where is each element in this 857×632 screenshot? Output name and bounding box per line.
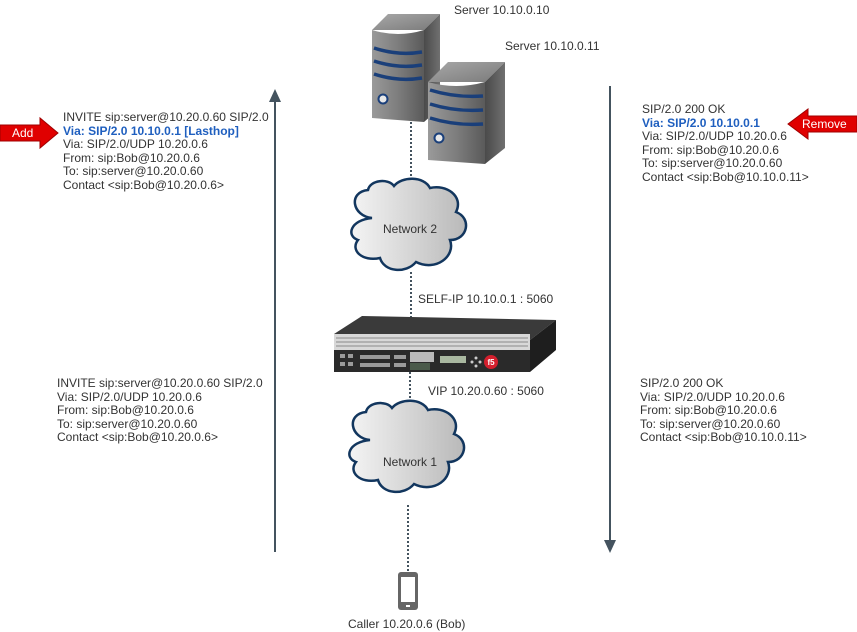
caller-label: Caller 10.20.0.6 (Bob) — [348, 617, 466, 631]
network-1-label: Network 1 — [383, 455, 438, 469]
add-tag-label: Add — [12, 126, 34, 140]
to-header: To: sip:server@10.20.0.60 — [640, 416, 781, 431]
to-header: To: sip:server@10.20.0.60 — [642, 156, 783, 170]
contact-header: Contact <sip:Bob@10.10.0.11> — [640, 430, 807, 444]
invite-message-client-side: INVITE sip:server@10.20.0.60 SIP/2.0 Via… — [57, 376, 263, 445]
to-header: To: sip:server@10.20.0.60 — [57, 416, 198, 431]
remove-tag-label: Remove — [802, 117, 847, 131]
invite-message-server-side: INVITE sip:server@10.20.0.60 SIP/2.0 Via… — [63, 110, 269, 192]
svg-text:f5: f5 — [487, 358, 495, 367]
network-1-cloud-icon — [348, 399, 466, 493]
add-tag-arrow-icon — [0, 116, 59, 150]
via-header-removed: Via: SIP/2.0 10.10.0.1 — [642, 115, 760, 130]
caller-phone-icon — [398, 572, 418, 610]
server-10-10-0-11-icon — [428, 62, 505, 164]
status-line: SIP/2.0 200 OK — [642, 102, 726, 116]
server-1-label: Server 10.10.0.10 — [454, 3, 550, 17]
self-ip-label: SELF-IP 10.10.0.1 : 5060 — [418, 292, 554, 306]
status-line: SIP/2.0 200 OK — [640, 376, 724, 390]
contact-header: Contact <sip:Bob@10.20.0.6> — [63, 177, 224, 192]
from-header: From: sip:Bob@10.20.0.6 — [642, 142, 779, 157]
invite-request-line: INVITE sip:server@10.20.0.60 SIP/2.0 — [63, 110, 269, 124]
remove-tag-arrow-icon — [787, 108, 857, 140]
from-header: From: sip:Bob@10.20.0.6 — [63, 150, 200, 165]
response-flow-down-arrow — [604, 86, 616, 553]
from-header: From: sip:Bob@10.20.0.6 — [57, 403, 194, 417]
request-flow-up-arrow — [269, 89, 281, 552]
ok-response-server-side: SIP/2.0 200 OK Via: SIP/2.0 10.10.0.1 Vi… — [642, 102, 809, 184]
to-header: To: sip:server@10.20.0.60 — [63, 164, 204, 178]
contact-header: Contact <sip:Bob@10.20.0.6> — [57, 430, 218, 444]
via-lasthop-header-added: Via: SIP/2.0 10.10.0.1 [Lasthop] — [63, 123, 239, 138]
network-2-cloud-icon — [350, 177, 468, 271]
invite-request-line: INVITE sip:server@10.20.0.60 SIP/2.0 — [57, 376, 263, 390]
contact-header: Contact <sip:Bob@10.10.0.11> — [642, 169, 809, 184]
via-header: Via: SIP/2.0/UDP 10.20.0.6 — [63, 137, 208, 151]
via-header: Via: SIP/2.0/UDP 10.20.0.6 — [640, 389, 785, 404]
via-header: Via: SIP/2.0/UDP 10.20.0.6 — [642, 129, 787, 143]
vip-label: VIP 10.20.0.60 : 5060 — [428, 384, 544, 398]
network-2-label: Network 2 — [383, 222, 438, 236]
from-header: From: sip:Bob@10.20.0.6 — [640, 403, 777, 417]
via-header: Via: SIP/2.0/UDP 10.20.0.6 — [57, 389, 202, 404]
load-balancer-appliance-icon: f5 — [334, 316, 556, 372]
server-2-label: Server 10.10.0.11 — [505, 39, 600, 53]
ok-response-client-side: SIP/2.0 200 OK Via: SIP/2.0/UDP 10.20.0.… — [640, 376, 807, 445]
